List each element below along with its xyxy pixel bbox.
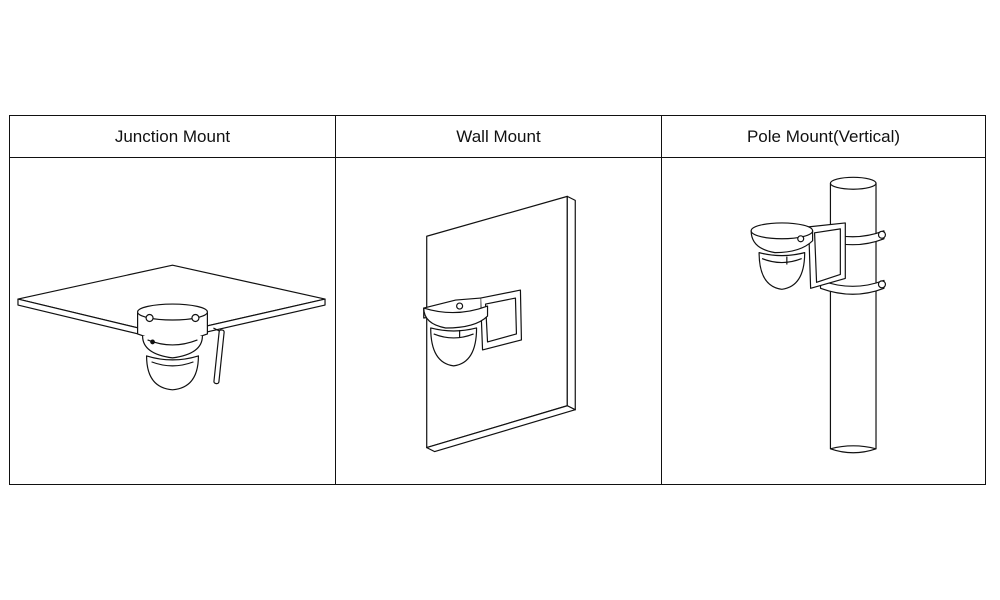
camera-base (141, 335, 204, 359)
camera-base (423, 305, 489, 329)
header-wall-mount: Wall Mount (336, 116, 662, 158)
camera-dome (758, 252, 806, 290)
wall-panel-bottom (426, 405, 576, 453)
pole-band-lower (819, 279, 885, 295)
wall-mount-cell (336, 158, 662, 484)
pole-mount-cell (662, 158, 985, 484)
junction-mount-cell (10, 158, 336, 484)
pole-top (829, 176, 877, 190)
antenna (213, 329, 225, 385)
wall-mount-illustration (423, 195, 576, 453)
mount-types-table: Junction Mount Wall Mount Pole Mount(Ver… (9, 115, 986, 485)
junction-mount-illustration (17, 264, 326, 391)
camera-dome (430, 327, 478, 367)
camera-dome (145, 355, 200, 391)
header-junction-mount: Junction Mount (10, 116, 336, 158)
pole-mount-illustration (750, 176, 887, 454)
wall-panel-edge (566, 195, 576, 411)
header-pole-mount: Pole Mount(Vertical) (662, 116, 985, 158)
